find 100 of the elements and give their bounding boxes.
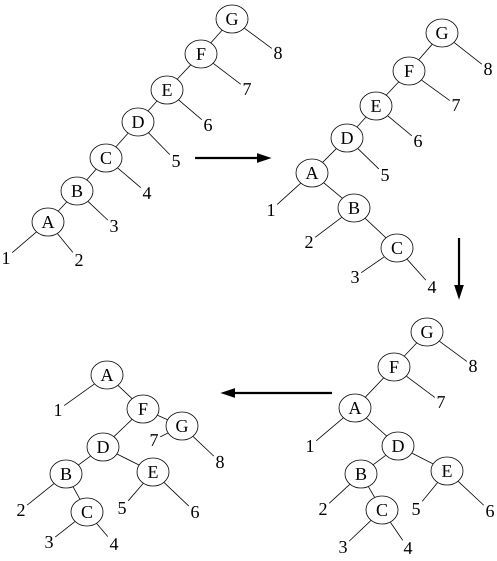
tree-edge: [72, 486, 80, 500]
tree-node: E: [430, 456, 464, 486]
tree-edge: [210, 30, 222, 44]
tree-edge: [116, 454, 140, 466]
leaf-label: 7: [438, 396, 445, 408]
tree-edge: [177, 64, 191, 80]
tree-node: A: [32, 208, 64, 236]
tree-edge: [118, 385, 132, 399]
leaf-label: 3: [351, 270, 359, 284]
leaf-label: 7: [244, 83, 251, 95]
leaf-label: 2: [305, 236, 313, 248]
tree-edge: [404, 342, 417, 356]
leaf-label: 1: [55, 404, 62, 416]
tree-node: B: [344, 460, 378, 488]
tree-edge: [373, 455, 386, 465]
tree-edge: [244, 28, 272, 49]
tree-edge: [148, 132, 170, 156]
tree-edge: [348, 520, 372, 542]
tree-edge: [421, 80, 450, 101]
leaf-label: 2: [75, 254, 83, 266]
tree-edge: [88, 201, 108, 221]
tree-edge: [458, 481, 484, 506]
tree-edge: [117, 168, 142, 188]
tree-edge: [164, 482, 190, 506]
tree-edge: [160, 432, 168, 438]
tree-node: A: [338, 394, 372, 422]
tree-edge: [157, 415, 168, 420]
tree-edge: [12, 232, 37, 254]
tree-edge: [58, 202, 67, 212]
tree-node: B: [338, 194, 370, 222]
tree-edge: [324, 182, 342, 198]
tree-edge: [418, 44, 432, 60]
tree-node: A: [90, 360, 124, 390]
tree-edge: [316, 418, 344, 442]
leaf-label: 6: [414, 134, 422, 148]
leaf-label: 5: [172, 155, 180, 167]
tree-node: F: [184, 40, 218, 68]
tree-edge: [422, 482, 438, 502]
leaf-label: 3: [339, 540, 347, 554]
leaf-label: 4: [142, 187, 152, 199]
leaf-label: 3: [110, 220, 118, 232]
leaf-label: 6: [486, 504, 494, 518]
tree-edge: [365, 378, 384, 398]
leaf-label: 7: [452, 99, 460, 111]
leaf-label: 1: [307, 440, 314, 452]
tree-edge: [454, 42, 482, 65]
leaf-label: 2: [319, 503, 327, 515]
tree-edge: [64, 384, 95, 406]
leaf-label: 4: [110, 538, 118, 550]
tree-node: C: [366, 496, 398, 524]
tree-edge: [96, 523, 108, 538]
tree-node: B: [50, 460, 82, 488]
tree-edge: [356, 116, 366, 128]
leaf-label: 7: [150, 434, 158, 446]
tree-node: E: [150, 76, 184, 104]
leaf-label: 4: [404, 542, 412, 554]
tree-edge: [86, 169, 96, 180]
tree-edge: [57, 233, 74, 253]
tree-edge: [406, 376, 436, 398]
tree-node: D: [330, 124, 364, 152]
leaf-label: 8: [469, 360, 477, 372]
tree-edge: [114, 419, 132, 437]
tree-node: G: [426, 18, 458, 48]
leaf-label: 5: [118, 502, 126, 514]
tree-edge: [322, 148, 337, 163]
tree-node: E: [136, 458, 170, 486]
tree-edge: [406, 258, 426, 280]
tree-node: C: [90, 144, 122, 172]
leaf-label: 6: [191, 506, 199, 518]
tree-edge: [178, 100, 202, 120]
leaf-label: 8: [484, 62, 492, 76]
tree-edge: [128, 483, 144, 502]
tree-node: C: [380, 234, 414, 262]
tree-edge: [328, 484, 350, 504]
tree-node: D: [86, 432, 120, 462]
leaf-label: 6: [204, 118, 212, 132]
tree-edge: [148, 100, 158, 112]
leaf-label: 8: [274, 46, 282, 60]
tree-node: D: [122, 108, 154, 136]
leaf-label: 1: [268, 204, 274, 216]
tree-edge: [78, 456, 91, 466]
tree-node: F: [378, 352, 410, 382]
leaf-label: 5: [382, 169, 389, 181]
tree-edge: [412, 452, 434, 464]
tree-node: F: [126, 394, 160, 424]
leaf-label: 5: [412, 503, 420, 515]
tree-node: E: [360, 92, 392, 120]
tree-edge: [368, 486, 375, 498]
tree-edge: [386, 82, 399, 96]
leaf-label: 3: [45, 536, 53, 548]
tree-edge: [364, 218, 386, 238]
tree-edge: [54, 521, 76, 538]
tree-edge: [388, 116, 412, 136]
tree-edge: [314, 216, 342, 238]
tree-node: G: [166, 412, 198, 440]
tree-node: F: [392, 56, 426, 86]
leaf-label: 4: [428, 281, 436, 293]
leaf-label: 2: [17, 504, 25, 516]
tree-node: D: [382, 432, 414, 460]
tree-node: G: [216, 4, 248, 34]
